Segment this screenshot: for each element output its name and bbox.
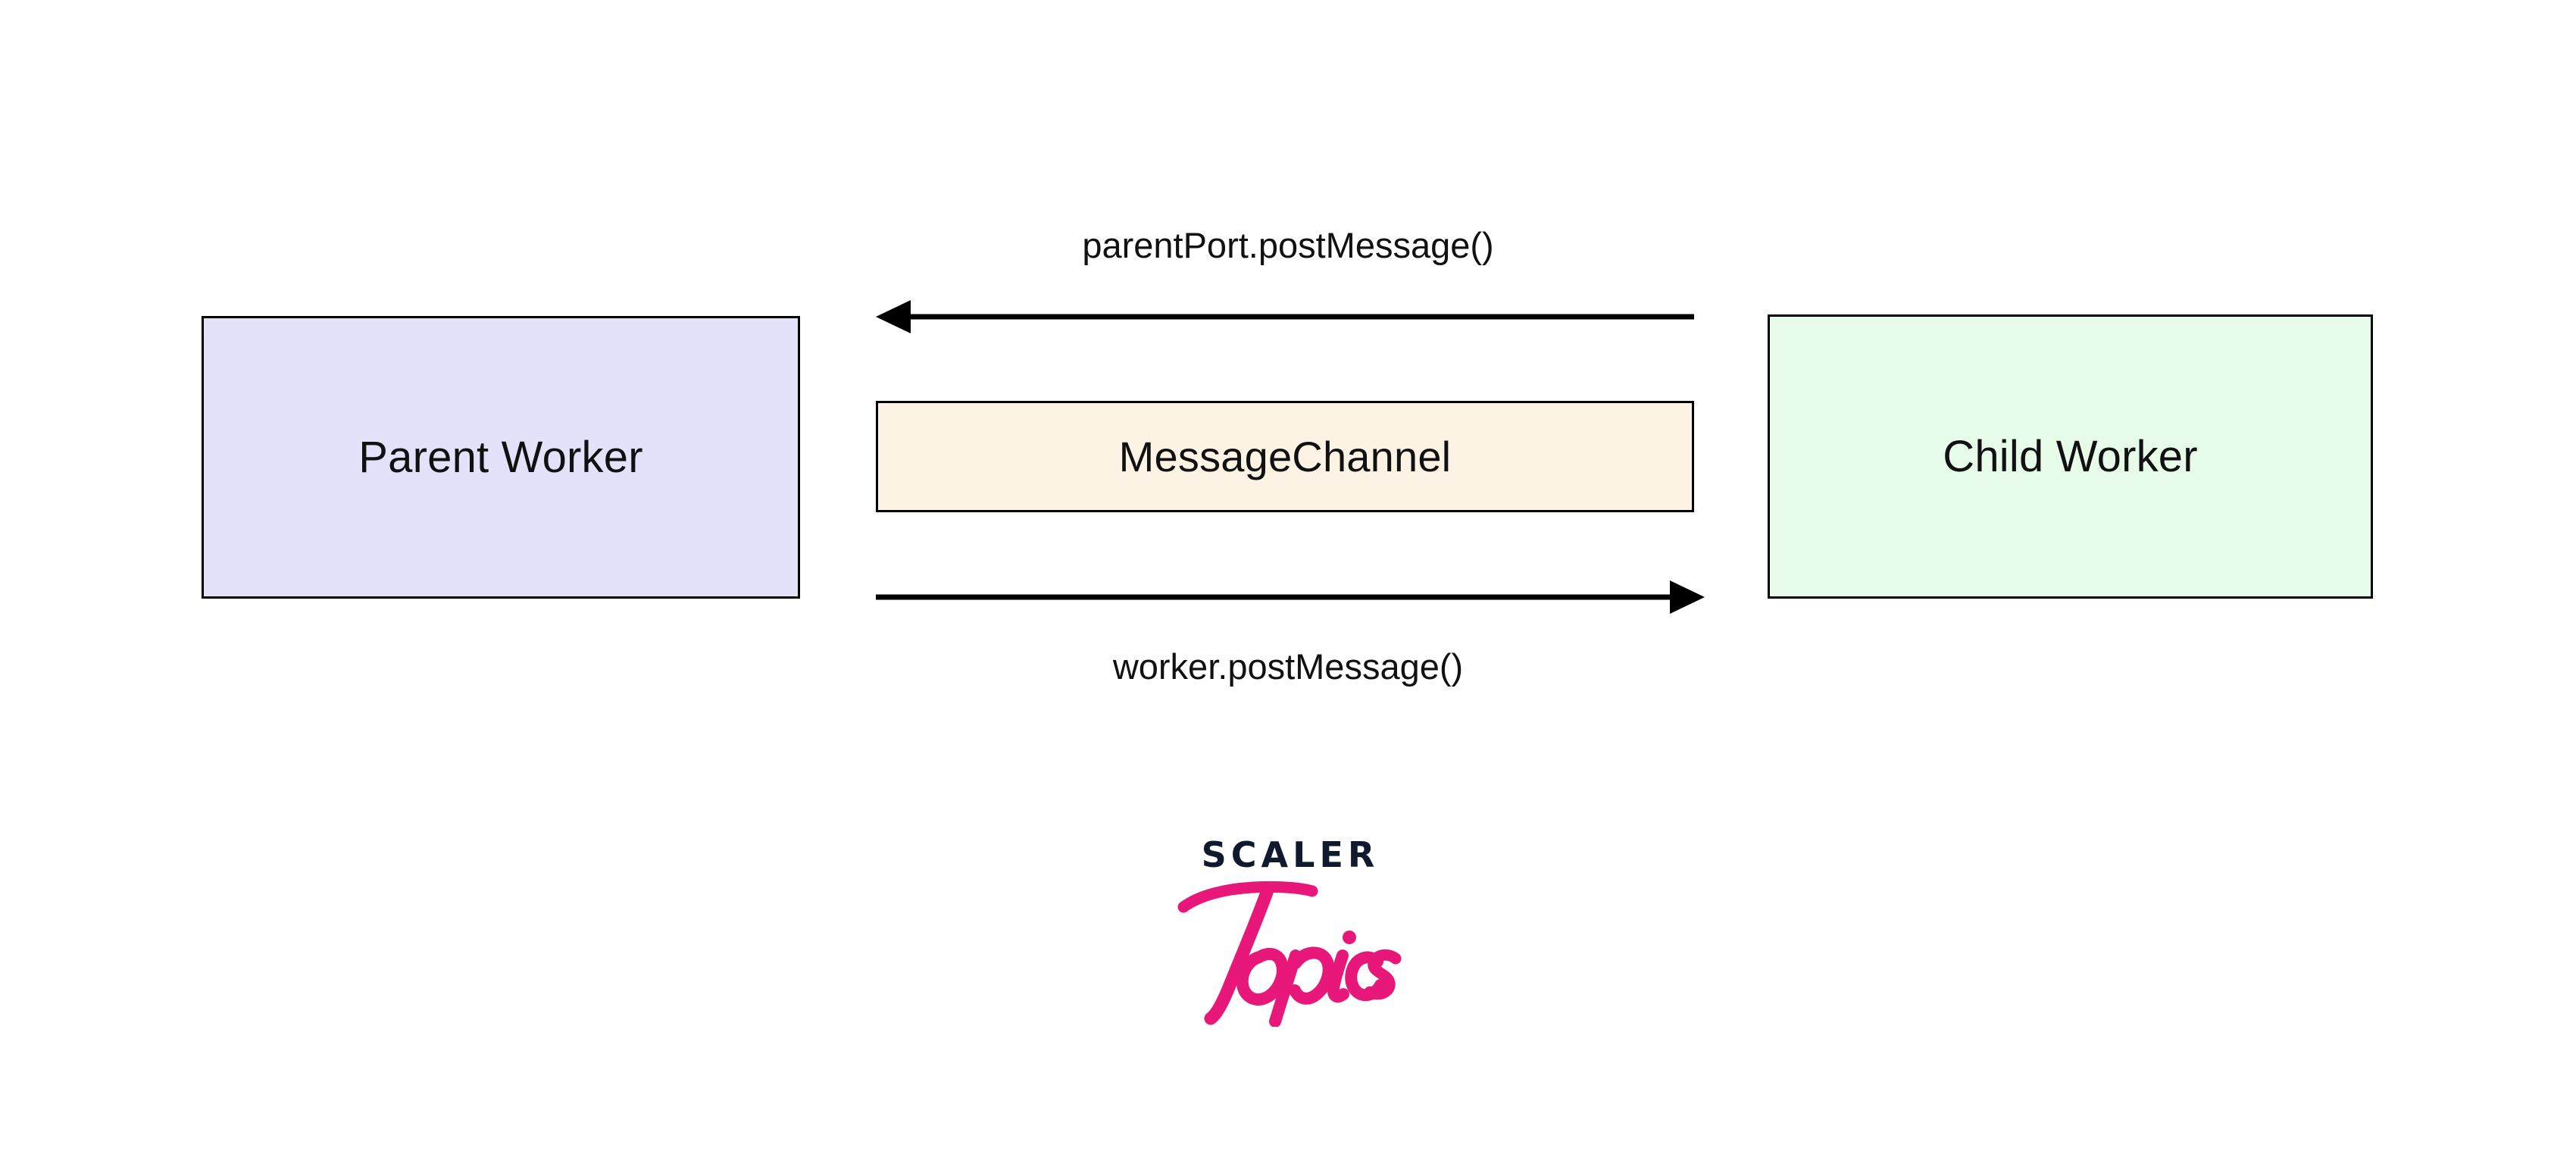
logo-wordmark: SCALER xyxy=(1201,834,1380,875)
logo-script-wrap xyxy=(1174,868,1402,1028)
node-child-worker: Child Worker xyxy=(1768,314,2373,599)
node-parent-worker-label: Parent Worker xyxy=(358,433,643,482)
node-message-channel: MessageChannel xyxy=(876,401,1694,512)
arrowhead-left-icon xyxy=(876,300,911,333)
node-message-channel-label: MessageChannel xyxy=(1118,433,1452,480)
scaler-topics-logo: SCALER xyxy=(1121,837,1455,1042)
logo-topics-script-icon xyxy=(1177,881,1402,1028)
node-child-worker-label: Child Worker xyxy=(1943,432,2198,481)
edge-parent-to-child-label: worker.postMessage() xyxy=(1112,646,1464,687)
arrowhead-right-icon xyxy=(1670,580,1705,614)
edge-parent-to-child-arrow xyxy=(876,580,1705,614)
edge-child-to-parent-label: parentPort.postMessage() xyxy=(1082,225,1494,265)
edge-child-to-parent-arrow xyxy=(876,300,1694,333)
node-parent-worker: Parent Worker xyxy=(202,316,800,599)
